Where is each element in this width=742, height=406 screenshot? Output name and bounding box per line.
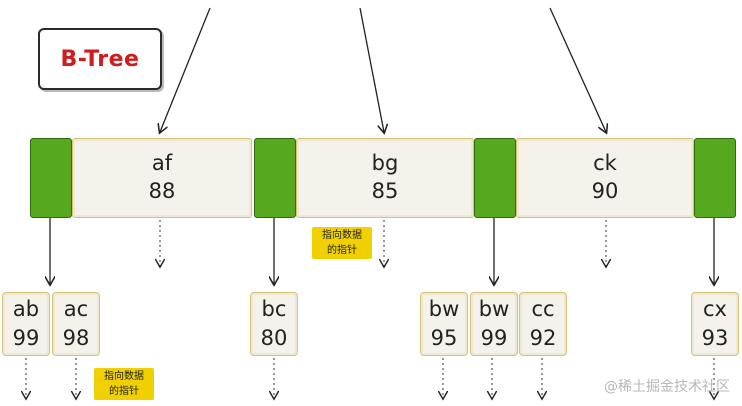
- diagram-title: B-Tree: [60, 46, 140, 72]
- leaf-value: 99: [480, 326, 508, 350]
- root-key-af: af 88: [72, 138, 252, 218]
- root-key-value: 85: [371, 179, 399, 203]
- leaf-ab: ab 99: [2, 292, 50, 356]
- root-key-bg: bg 85: [296, 138, 474, 218]
- child-pointer-4: [694, 138, 736, 218]
- leaf-value: 80: [260, 326, 288, 350]
- leaf-value: 98: [62, 326, 90, 350]
- leaf-name: bw: [428, 297, 460, 321]
- data-pointer-note: 指向数据 的指针: [312, 227, 372, 259]
- arrow-in-ck: [549, 7, 606, 132]
- note-text: 指向数据 的指针: [322, 230, 362, 256]
- leaf-cc: cc 92: [519, 292, 567, 356]
- root-key-name: bg: [371, 151, 399, 175]
- leaf-bw-1: bw 95: [420, 292, 468, 356]
- leaf-name: ac: [63, 297, 89, 321]
- leaf-bw-2: bw 99: [470, 292, 518, 356]
- title-box: B-Tree: [38, 28, 162, 90]
- child-pointer-2: [254, 138, 296, 218]
- arrow-in-af: [160, 7, 211, 132]
- leaf-name: cc: [531, 297, 555, 321]
- root-key-name: ck: [593, 151, 617, 175]
- child-pointer-1: [30, 138, 72, 218]
- child-pointer-3: [474, 138, 516, 218]
- leaf-ac: ac 98: [52, 292, 100, 356]
- leaf-name: cx: [703, 297, 727, 321]
- leaf-value: 99: [12, 326, 40, 350]
- leaf-bc: bc 80: [250, 292, 298, 356]
- leaf-value: 93: [701, 326, 729, 350]
- note-text: 指向数据 的指针: [104, 371, 144, 397]
- leaf-name: bw: [478, 297, 510, 321]
- root-key-value: 88: [148, 179, 176, 203]
- data-pointer-note: 指向数据 的指针: [94, 368, 154, 400]
- leaf-value: 92: [529, 326, 557, 350]
- root-key-value: 90: [591, 179, 619, 203]
- root-key-ck: ck 90: [516, 138, 694, 218]
- root-key-name: af: [151, 151, 173, 175]
- watermark: @稀土掘金技术社区: [604, 379, 730, 395]
- leaf-name: bc: [261, 297, 287, 321]
- arrow-in-bg: [359, 7, 384, 132]
- leaf-cx: cx 93: [691, 292, 739, 356]
- leaf-name: ab: [12, 297, 40, 321]
- leaf-value: 95: [430, 326, 458, 350]
